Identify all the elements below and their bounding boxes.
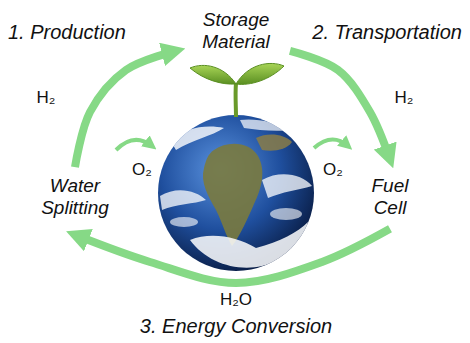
cloud xyxy=(190,222,308,268)
gas-label: O₂ xyxy=(323,160,343,180)
sprout-stem xyxy=(234,83,238,117)
edge-label: H₂O xyxy=(218,290,254,310)
land-mass xyxy=(203,144,262,246)
node-text: Water Splitting xyxy=(29,175,121,219)
oxygen-arrow xyxy=(314,139,348,148)
flow-arrow xyxy=(75,229,390,283)
node-text: Storage Material xyxy=(190,9,282,53)
flow-arrow xyxy=(290,51,390,159)
cloud xyxy=(170,217,198,227)
cloud xyxy=(262,174,312,198)
stage-node: Fuel Cell xyxy=(360,173,420,221)
cloud xyxy=(160,190,206,210)
cloud xyxy=(240,119,290,130)
stage-label: 1. Production xyxy=(8,21,126,44)
edge-label: H₂ xyxy=(35,88,58,108)
stage-node: Water Splitting xyxy=(27,173,123,221)
node-text: Fuel Cell xyxy=(362,175,418,219)
stage-label: 3. Energy Conversion xyxy=(140,315,332,338)
cloud xyxy=(170,127,224,151)
sprout-leaf xyxy=(236,63,284,84)
stage-node: Storage Material xyxy=(188,7,284,55)
earth-globe xyxy=(158,115,314,271)
sprout-leaf xyxy=(190,65,236,84)
gas-label: O₂ xyxy=(132,160,152,180)
oxygen-arrow xyxy=(116,140,152,150)
stage-label: 2. Transportation xyxy=(312,21,462,44)
cloud xyxy=(270,208,302,220)
land-mass xyxy=(256,135,292,151)
flow-arrow xyxy=(75,51,176,167)
earth-surface xyxy=(160,119,312,267)
edge-label: H₂ xyxy=(393,88,416,108)
